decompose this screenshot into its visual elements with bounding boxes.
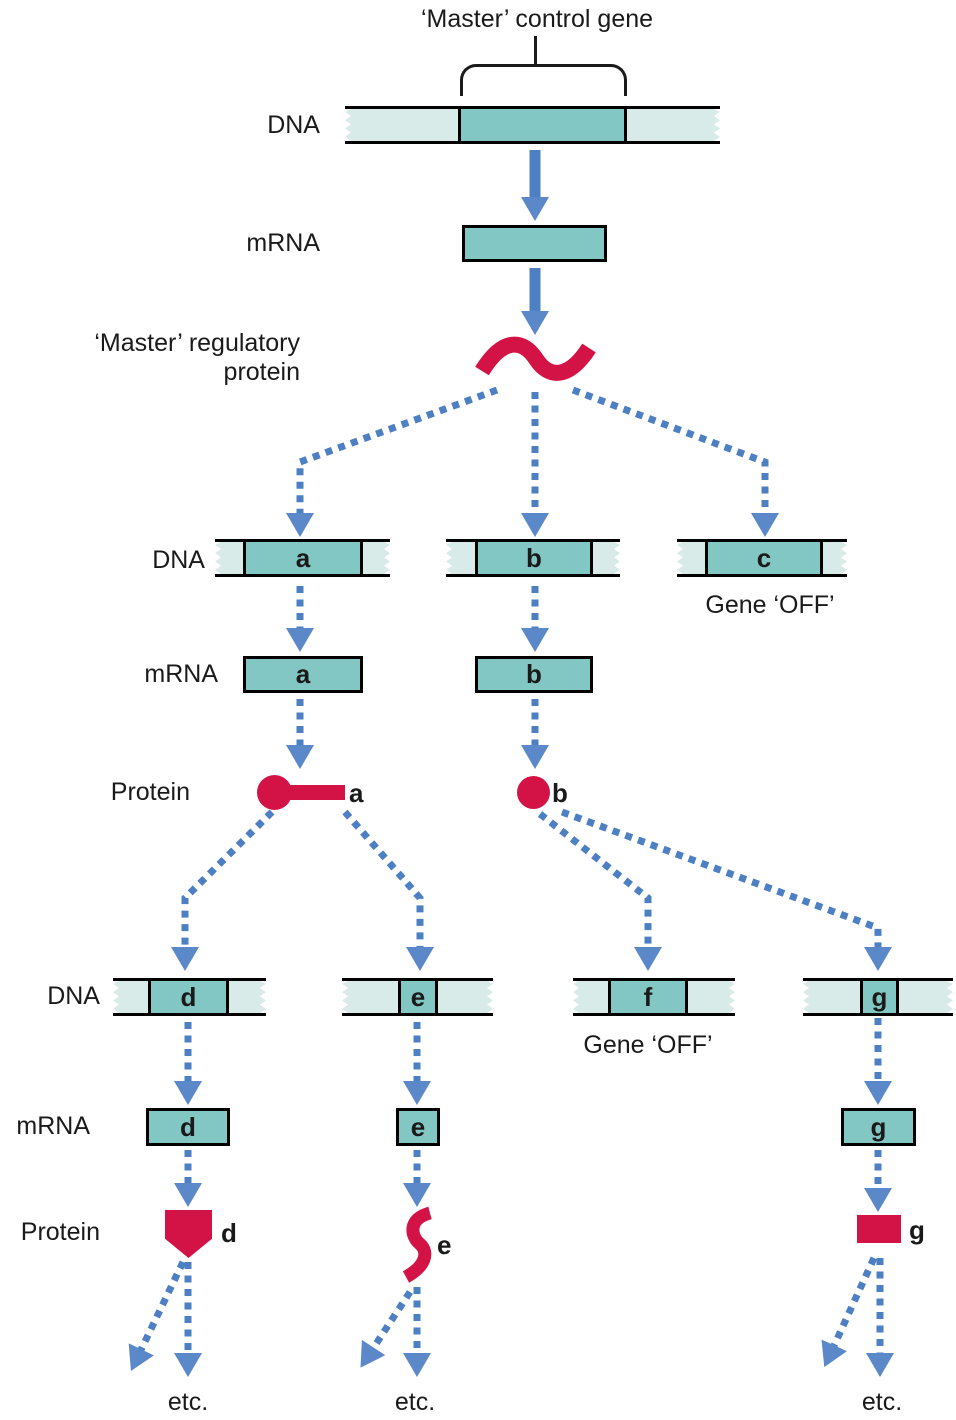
master-mrna-bar [462,225,607,262]
etc-label-d: etc. [167,1388,209,1416]
gene-g-segment: g [860,981,899,1013]
row3-dna-label: DNA [47,982,100,1010]
gene-off-label-c: Gene ‘OFF’ [705,591,835,619]
mrna-a-letter: a [295,659,311,689]
gene-a-segment: a [243,542,363,574]
master-protein-squiggle-icon [475,336,596,381]
mrna-a-bar: a [243,656,363,693]
mrna-d-letter: d [180,1111,196,1142]
dna-gene-b: b [446,539,620,577]
mrna-g-letter: g [870,1111,887,1142]
master-dna-bar [345,106,720,144]
arrow-master-to-gene-a [286,386,499,537]
protein-g-letter: g [909,1215,925,1245]
gene-f-segment: f [608,981,688,1013]
protein-e-icon [402,1206,433,1283]
diagram-title: ‘Master’ control gene [420,5,654,33]
gene-e-segment: e [398,981,438,1013]
gene-off-label-f: Gene ‘OFF’ [583,1031,713,1059]
protein-a-bar-icon [288,785,345,800]
mrna-g-bar: g [841,1108,916,1146]
protein-g-icon [857,1215,901,1243]
row2-mrna-label: mRNA [144,660,218,688]
gene-d-segment: d [148,981,229,1013]
master-gene-segment [458,109,627,141]
protein-a-letter: a [349,778,364,808]
gene-b-segment: b [475,542,593,574]
arrow-protein-a-to-gene-d [171,809,275,971]
row3-mrna-label: mRNA [16,1112,90,1140]
dna-gene-f: f [573,978,735,1016]
gene-bracket [460,64,627,96]
gene-a-letter: a [295,542,311,573]
arrow-protein-a-to-gene-e [342,809,434,971]
arrow-master-to-gene-c [571,386,779,537]
gene-g-letter: g [871,981,888,1012]
master-protein-label: ‘Master’ regulatory protein [94,329,300,386]
protein-b-letter: b [552,778,568,808]
dna-gene-a: a [215,539,390,577]
protein-b-icon [517,776,550,809]
gene-f-letter: f [643,981,653,1012]
mrna-d-bar: d [146,1108,230,1146]
mrna-b-letter: b [526,659,542,689]
arrow-protein-b-to-gene-f [537,811,662,971]
row3-protein-label: Protein [20,1218,100,1246]
etc-label-g: etc. [861,1388,903,1416]
protein-d-letter: d [221,1218,237,1248]
row2-protein-label: Protein [110,778,190,806]
gene-b-letter: b [526,542,542,573]
mrna-b-bar: b [475,656,593,693]
gene-c-segment: c [705,542,823,574]
arrow-protein-d-diagonal [128,1260,187,1371]
row1-mrna-label: mRNA [246,229,320,257]
mrna-e-letter: e [410,1111,426,1142]
dna-gene-e: e [342,978,493,1016]
dna-gene-d: d [113,978,266,1016]
gene-e-letter: e [410,981,426,1012]
etc-label-e: etc. [394,1388,436,1416]
row2-dna-label: DNA [152,546,205,574]
dna-gene-g: g [803,978,953,1016]
dna-gene-c: c [677,539,847,577]
arrow-protein-e-diagonal [360,1290,413,1368]
protein-a-icon [257,775,292,810]
mrna-e-bar: e [396,1108,440,1146]
bracket-stem [534,36,537,66]
row1-dna-label: DNA [267,111,320,139]
arrow-protein-b-to-gene-g [560,808,892,971]
gene-d-letter: d [180,981,197,1012]
protein-e-letter: e [437,1230,452,1260]
gene-c-letter: c [756,542,772,573]
arrow-protein-g-diagonal [821,1256,878,1368]
